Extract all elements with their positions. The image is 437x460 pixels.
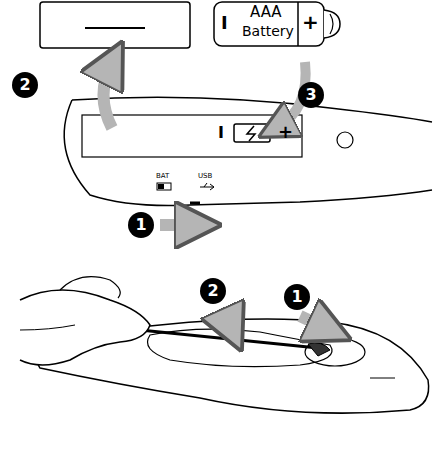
part-label: + [278, 123, 293, 141]
part-label: I [218, 125, 224, 141]
part-label: AAA [250, 5, 282, 20]
callout-number: 2 [200, 278, 226, 304]
callout-number: 2 [12, 72, 38, 98]
part-label: I [221, 14, 228, 32]
part-label: BAT [156, 173, 169, 180]
callout-number: 1 [284, 284, 310, 310]
callout-number: 1 [128, 212, 154, 238]
part-label: + [302, 12, 319, 32]
callout-number: 3 [298, 82, 324, 108]
part-label: Battery [242, 24, 294, 38]
part-label: USB [198, 173, 212, 180]
